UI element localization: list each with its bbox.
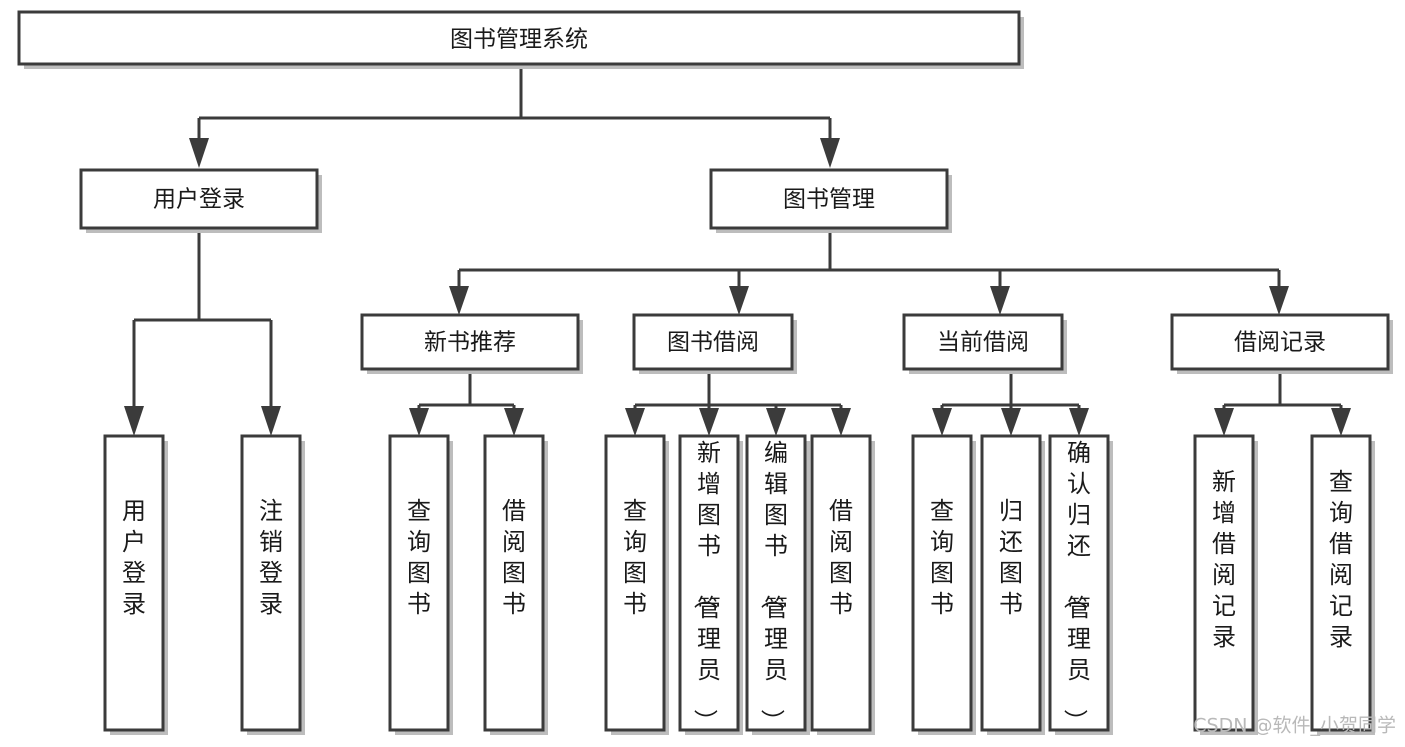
- node-root-system[interactable]: 图书管理系统: [17, 10, 1024, 69]
- leaf-newbook-query-box[interactable]: [388, 434, 450, 732]
- leaf-cb-query-box[interactable]: [911, 434, 973, 732]
- arrowhead-newbook-borrow: [504, 408, 524, 436]
- node-current-borrow[interactable]: 当前借阅: [902, 313, 1067, 374]
- leaf-newbook-borrow-box[interactable]: [483, 434, 545, 732]
- leaf-cb-confirm-box[interactable]: [1048, 434, 1110, 732]
- arrowhead-bb-query: [625, 408, 645, 436]
- user-login-label: 用户登录: [153, 187, 245, 213]
- arrowhead-new-book: [449, 286, 469, 315]
- leaf-user-login-box[interactable]: [103, 434, 165, 732]
- arrowhead-book-manage: [820, 138, 840, 168]
- arrowhead-newbook-query: [409, 408, 429, 436]
- leaf-cb-query-label: 查询图书: [930, 497, 954, 618]
- arrowhead-rec-query: [1331, 408, 1351, 436]
- node-user-login[interactable]: 用户登录: [79, 168, 322, 233]
- book-borrow-box[interactable]: [632, 313, 794, 371]
- user-login-box[interactable]: [79, 168, 319, 230]
- arrowhead-rec-add: [1214, 408, 1234, 436]
- arrowhead-bb-edit: [766, 408, 786, 436]
- leaf-user-login-label: 用户登录: [122, 497, 146, 618]
- leaf-newbook-borrow-label: 借阅图书: [502, 497, 526, 618]
- leaf-bb-borrow[interactable]: 借阅图书: [810, 434, 875, 735]
- leaf-logout[interactable]: 注销登录: [240, 434, 305, 735]
- leaf-logout-box[interactable]: [240, 434, 302, 732]
- arrowhead-cb-return: [1001, 408, 1021, 436]
- leaf-bb-borrow-box[interactable]: [810, 434, 872, 732]
- arrowhead-cb-query: [932, 408, 952, 436]
- leaf-bb-add-label: 新增图书（管理员）: [691, 439, 721, 733]
- leaf-cb-return-label: 归还图书: [999, 497, 1023, 618]
- leaf-bb-query-box[interactable]: [604, 434, 666, 732]
- node-new-book-recommend[interactable]: 新书推荐: [360, 313, 583, 374]
- leaf-logout-label: 注销登录: [259, 497, 283, 618]
- leaf-cb-confirm[interactable]: 确认归还（管理员）: [1048, 434, 1113, 735]
- connector-layer: [124, 68, 1351, 436]
- leaf-bb-add[interactable]: 新增图书（管理员）: [678, 434, 743, 735]
- new-book-box[interactable]: [360, 313, 580, 371]
- watermark-label: CSDN @软件_小贺同学: [1193, 715, 1396, 737]
- book-manage-label: 图书管理: [783, 187, 875, 213]
- arrowhead-current-borrow: [990, 286, 1010, 315]
- new-book-label: 新书推荐: [424, 330, 516, 356]
- leaf-cb-return-box[interactable]: [980, 434, 1042, 732]
- leaf-cb-return[interactable]: 归还图书: [980, 434, 1045, 735]
- arrowhead-user-login: [189, 138, 209, 168]
- root-box[interactable]: [17, 10, 1021, 66]
- leaf-bb-query-label: 查询图书: [623, 497, 647, 618]
- book-borrow-label: 图书借阅: [667, 330, 759, 356]
- book-manage-box[interactable]: [709, 168, 949, 230]
- node-book-manage[interactable]: 图书管理: [709, 168, 952, 233]
- arrowhead-cb-confirm: [1069, 408, 1089, 436]
- leaf-rec-add-label: 新增借阅记录: [1212, 468, 1236, 651]
- leaf-newbook-query[interactable]: 查询图书: [388, 434, 453, 735]
- current-borrow-box[interactable]: [902, 313, 1064, 371]
- arrowhead-borrow-record: [1269, 286, 1289, 315]
- arrowhead-leaf-logout: [261, 406, 281, 436]
- arrowhead-bb-borrow: [831, 408, 851, 436]
- leaf-bb-borrow-label: 借阅图书: [829, 497, 853, 618]
- borrow-record-label: 借阅记录: [1234, 330, 1326, 356]
- leaf-user-login[interactable]: 用户登录: [103, 434, 168, 735]
- current-borrow-label: 当前借阅: [937, 330, 1029, 356]
- arrowhead-bb-add: [699, 408, 719, 436]
- leaf-newbook-query-label: 查询图书: [407, 497, 431, 618]
- leaf-rec-query-label: 查询借阅记录: [1329, 468, 1353, 651]
- leaf-cb-confirm-label: 确认归还（管理员）: [1061, 439, 1091, 733]
- root-label: 图书管理系统: [450, 27, 588, 53]
- leaf-bb-add-box[interactable]: [678, 434, 740, 732]
- borrow-record-box[interactable]: [1170, 313, 1390, 371]
- leaf-bb-edit[interactable]: 编辑图书（管理员）: [745, 434, 810, 735]
- node-book-borrow[interactable]: 图书借阅: [632, 313, 797, 374]
- leaf-bb-query[interactable]: 查询图书: [604, 434, 669, 735]
- node-borrow-record[interactable]: 借阅记录: [1170, 313, 1393, 374]
- arrowhead-leaf-user-login: [124, 406, 144, 436]
- leaf-cb-query[interactable]: 查询图书: [911, 434, 976, 735]
- leaf-bb-edit-label: 编辑图书（管理员）: [758, 439, 788, 733]
- leaf-bb-edit-box[interactable]: [745, 434, 807, 732]
- leaf-rec-query-box[interactable]: [1310, 434, 1372, 732]
- leaf-rec-add-box[interactable]: [1193, 434, 1255, 732]
- leaf-rec-query[interactable]: 查询借阅记录: [1310, 434, 1375, 735]
- leaf-rec-add[interactable]: 新增借阅记录: [1193, 434, 1258, 735]
- leaf-newbook-borrow[interactable]: 借阅图书: [483, 434, 548, 735]
- arrowhead-book-borrow: [729, 286, 749, 315]
